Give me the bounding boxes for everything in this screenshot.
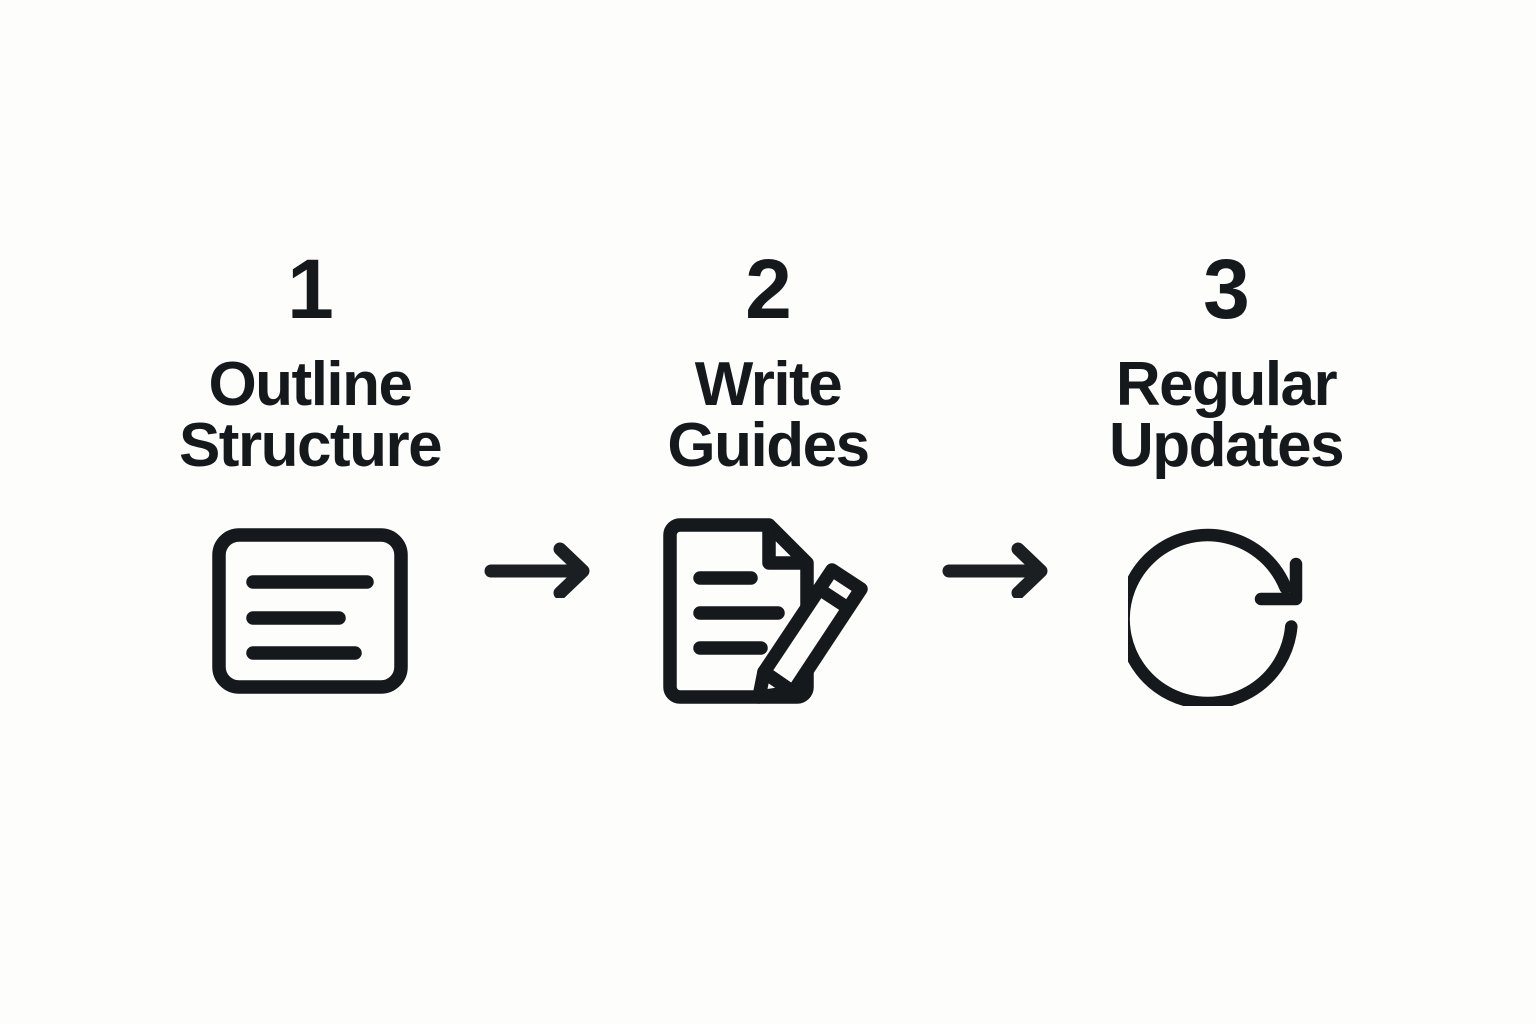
connector-2 — [933, 0, 1061, 598]
step-1-title: Outline Structure — [178, 350, 443, 481]
step-3-title: Regular Updates — [1108, 350, 1345, 481]
document-pencil-icon — [661, 518, 876, 704]
step-2-number: 2 — [745, 242, 792, 336]
arrow-right-icon — [942, 542, 1052, 598]
step-3-number: 3 — [1203, 242, 1250, 336]
process-step-3: 3 Regular Updates — [1061, 0, 1391, 707]
step-1-number: 1 — [287, 242, 334, 336]
document-lines-icon — [212, 519, 408, 704]
refresh-circle-icon — [1128, 519, 1324, 707]
arrow-right-icon — [484, 542, 594, 598]
process-step-1: 1 Outline Structure — [145, 0, 475, 704]
connector-1 — [475, 0, 603, 598]
process-step-2: 2 Write Guides — [603, 0, 933, 704]
step-2-title: Write Guides — [667, 350, 870, 481]
